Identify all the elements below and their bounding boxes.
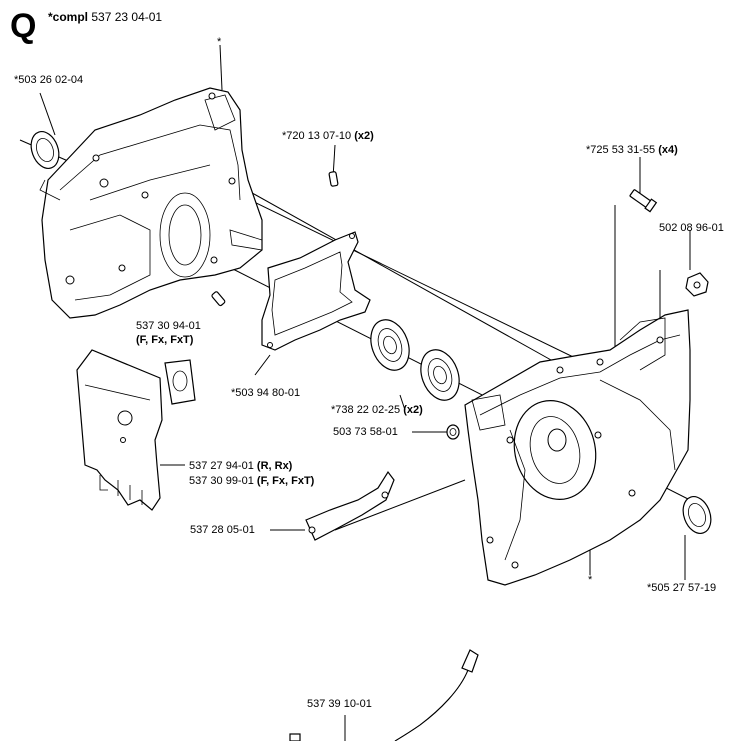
cable-label: 537 39 10-01 [307,698,372,710]
gasket-label: *503 94 80-01 [231,387,301,399]
plug-label: 503 73 58-01 [333,426,398,438]
plate [76,349,163,511]
pin-label: *720 13 07-10 (x2) [282,130,374,143]
screw-and-nut [629,189,709,297]
compl-prefix: *compl [48,10,89,24]
small-gasket [164,359,196,405]
left-crankcase-half [39,87,263,319]
plate-b-models: (F, Fx, FxT) [256,475,315,487]
bearings [370,319,460,401]
screw-label: *725 53 31-55 (x4) [586,144,678,157]
gasket-part-number: 537 30 94-01 [136,320,201,332]
gasket-part-models: (F, Fx, FxT) [136,334,194,346]
plate-a-label: 537 27 94-01 (R, Rx) [189,460,292,473]
right-crankcase-half [464,309,691,586]
plate-b-number: 537 30 99-01 [189,475,254,487]
plate-b-label: 537 30 99-01 (F, Fx, FxT) [189,475,314,488]
bracket-label: 537 28 05-01 [190,524,255,536]
bearing-number: *738 22 02-25 [331,404,401,416]
compl-number: 537 23 04-01 [91,10,163,24]
plug [446,424,460,440]
bracket [305,470,395,541]
right-seal-label: *505 27 57-19 [647,582,717,594]
pin-qty: (x2) [354,130,374,142]
plate-a-number: 537 27 94-01 [189,460,254,472]
section-letter: Q [10,7,37,45]
guide-pins [211,171,339,307]
screw-number: *725 53 31-55 [586,144,656,156]
star-top-marker: * [217,36,222,48]
left-oil-seal [30,131,60,169]
pin-number: *720 13 07-10 [282,130,352,142]
bearing-qty: (x2) [403,404,423,416]
left-seal-label: *503 26 02-04 [14,74,84,86]
crankcase-gasket [261,231,371,351]
plate-a-models: (R, Rx) [256,460,293,472]
nut-label: 502 08 96-01 [659,222,724,234]
star-bottom-marker: * [588,574,593,586]
cable [289,649,479,741]
bearing-label: *738 22 02-25 (x2) [331,404,423,417]
right-oil-seal [682,496,712,534]
screw-qty: (x4) [658,144,678,156]
complete-assembly-label: *compl 537 23 04-01 [48,10,162,24]
